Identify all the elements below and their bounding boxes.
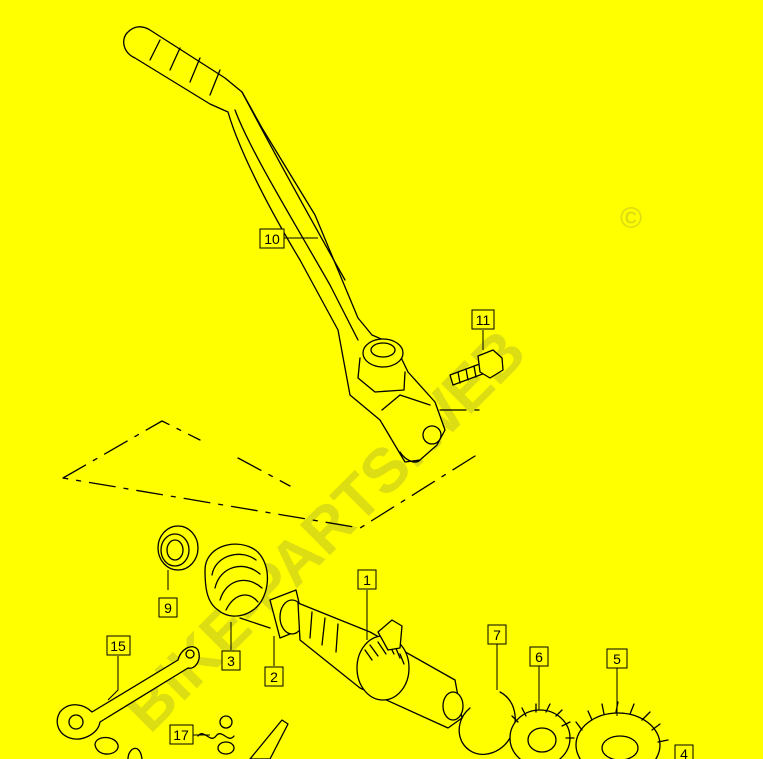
bolt[interactable] [449, 349, 504, 386]
callout-17[interactable]: 17 [169, 724, 194, 745]
callout-4-label: 4 [680, 746, 688, 759]
kick-starter-shaft[interactable] [297, 602, 464, 729]
kick-starter-lever[interactable] [123, 26, 446, 463]
callout-2-label: 2 [270, 669, 278, 685]
dashed-outline [62, 409, 488, 529]
small-spring[interactable] [197, 715, 235, 755]
callout-1-label: 1 [363, 572, 371, 588]
callout-11-label: 11 [476, 312, 491, 328]
idle-gear[interactable] [575, 701, 669, 759]
callout-11[interactable]: 11 [471, 309, 495, 330]
callout-4[interactable]: 4 [674, 744, 694, 759]
callout-9-label: 9 [164, 600, 172, 616]
copyright-symbol: © [620, 202, 642, 235]
kick-spring[interactable] [204, 543, 271, 629]
drive-gear[interactable] [509, 703, 575, 759]
callout-15-label: 15 [110, 638, 126, 654]
leader-lines [107, 237, 618, 736]
washer[interactable] [94, 736, 119, 755]
callout-7-label: 7 [493, 627, 501, 643]
callout-10[interactable]: 10 [259, 228, 285, 249]
callout-2[interactable]: 2 [264, 666, 284, 687]
callout-9[interactable]: 9 [158, 597, 178, 618]
callout-15[interactable]: 15 [106, 635, 131, 656]
oil-seal[interactable] [157, 525, 199, 571]
stay-bracket[interactable] [56, 646, 200, 740]
callout-1[interactable]: 1 [357, 569, 377, 590]
ratchet-plate[interactable] [249, 719, 289, 759]
callout-3-label: 3 [227, 653, 235, 669]
callout-5-label: 5 [613, 651, 621, 667]
callout-6[interactable]: 6 [529, 646, 549, 667]
callout-10-label: 10 [264, 231, 280, 247]
circlip[interactable] [458, 691, 516, 755]
callout-3[interactable]: 3 [221, 650, 241, 671]
callout-5[interactable]: 5 [606, 648, 628, 669]
callout-7[interactable]: 7 [487, 624, 507, 645]
callout-6-label: 6 [535, 649, 543, 665]
partial-part [127, 747, 143, 759]
callout-17-label: 17 [173, 727, 189, 743]
